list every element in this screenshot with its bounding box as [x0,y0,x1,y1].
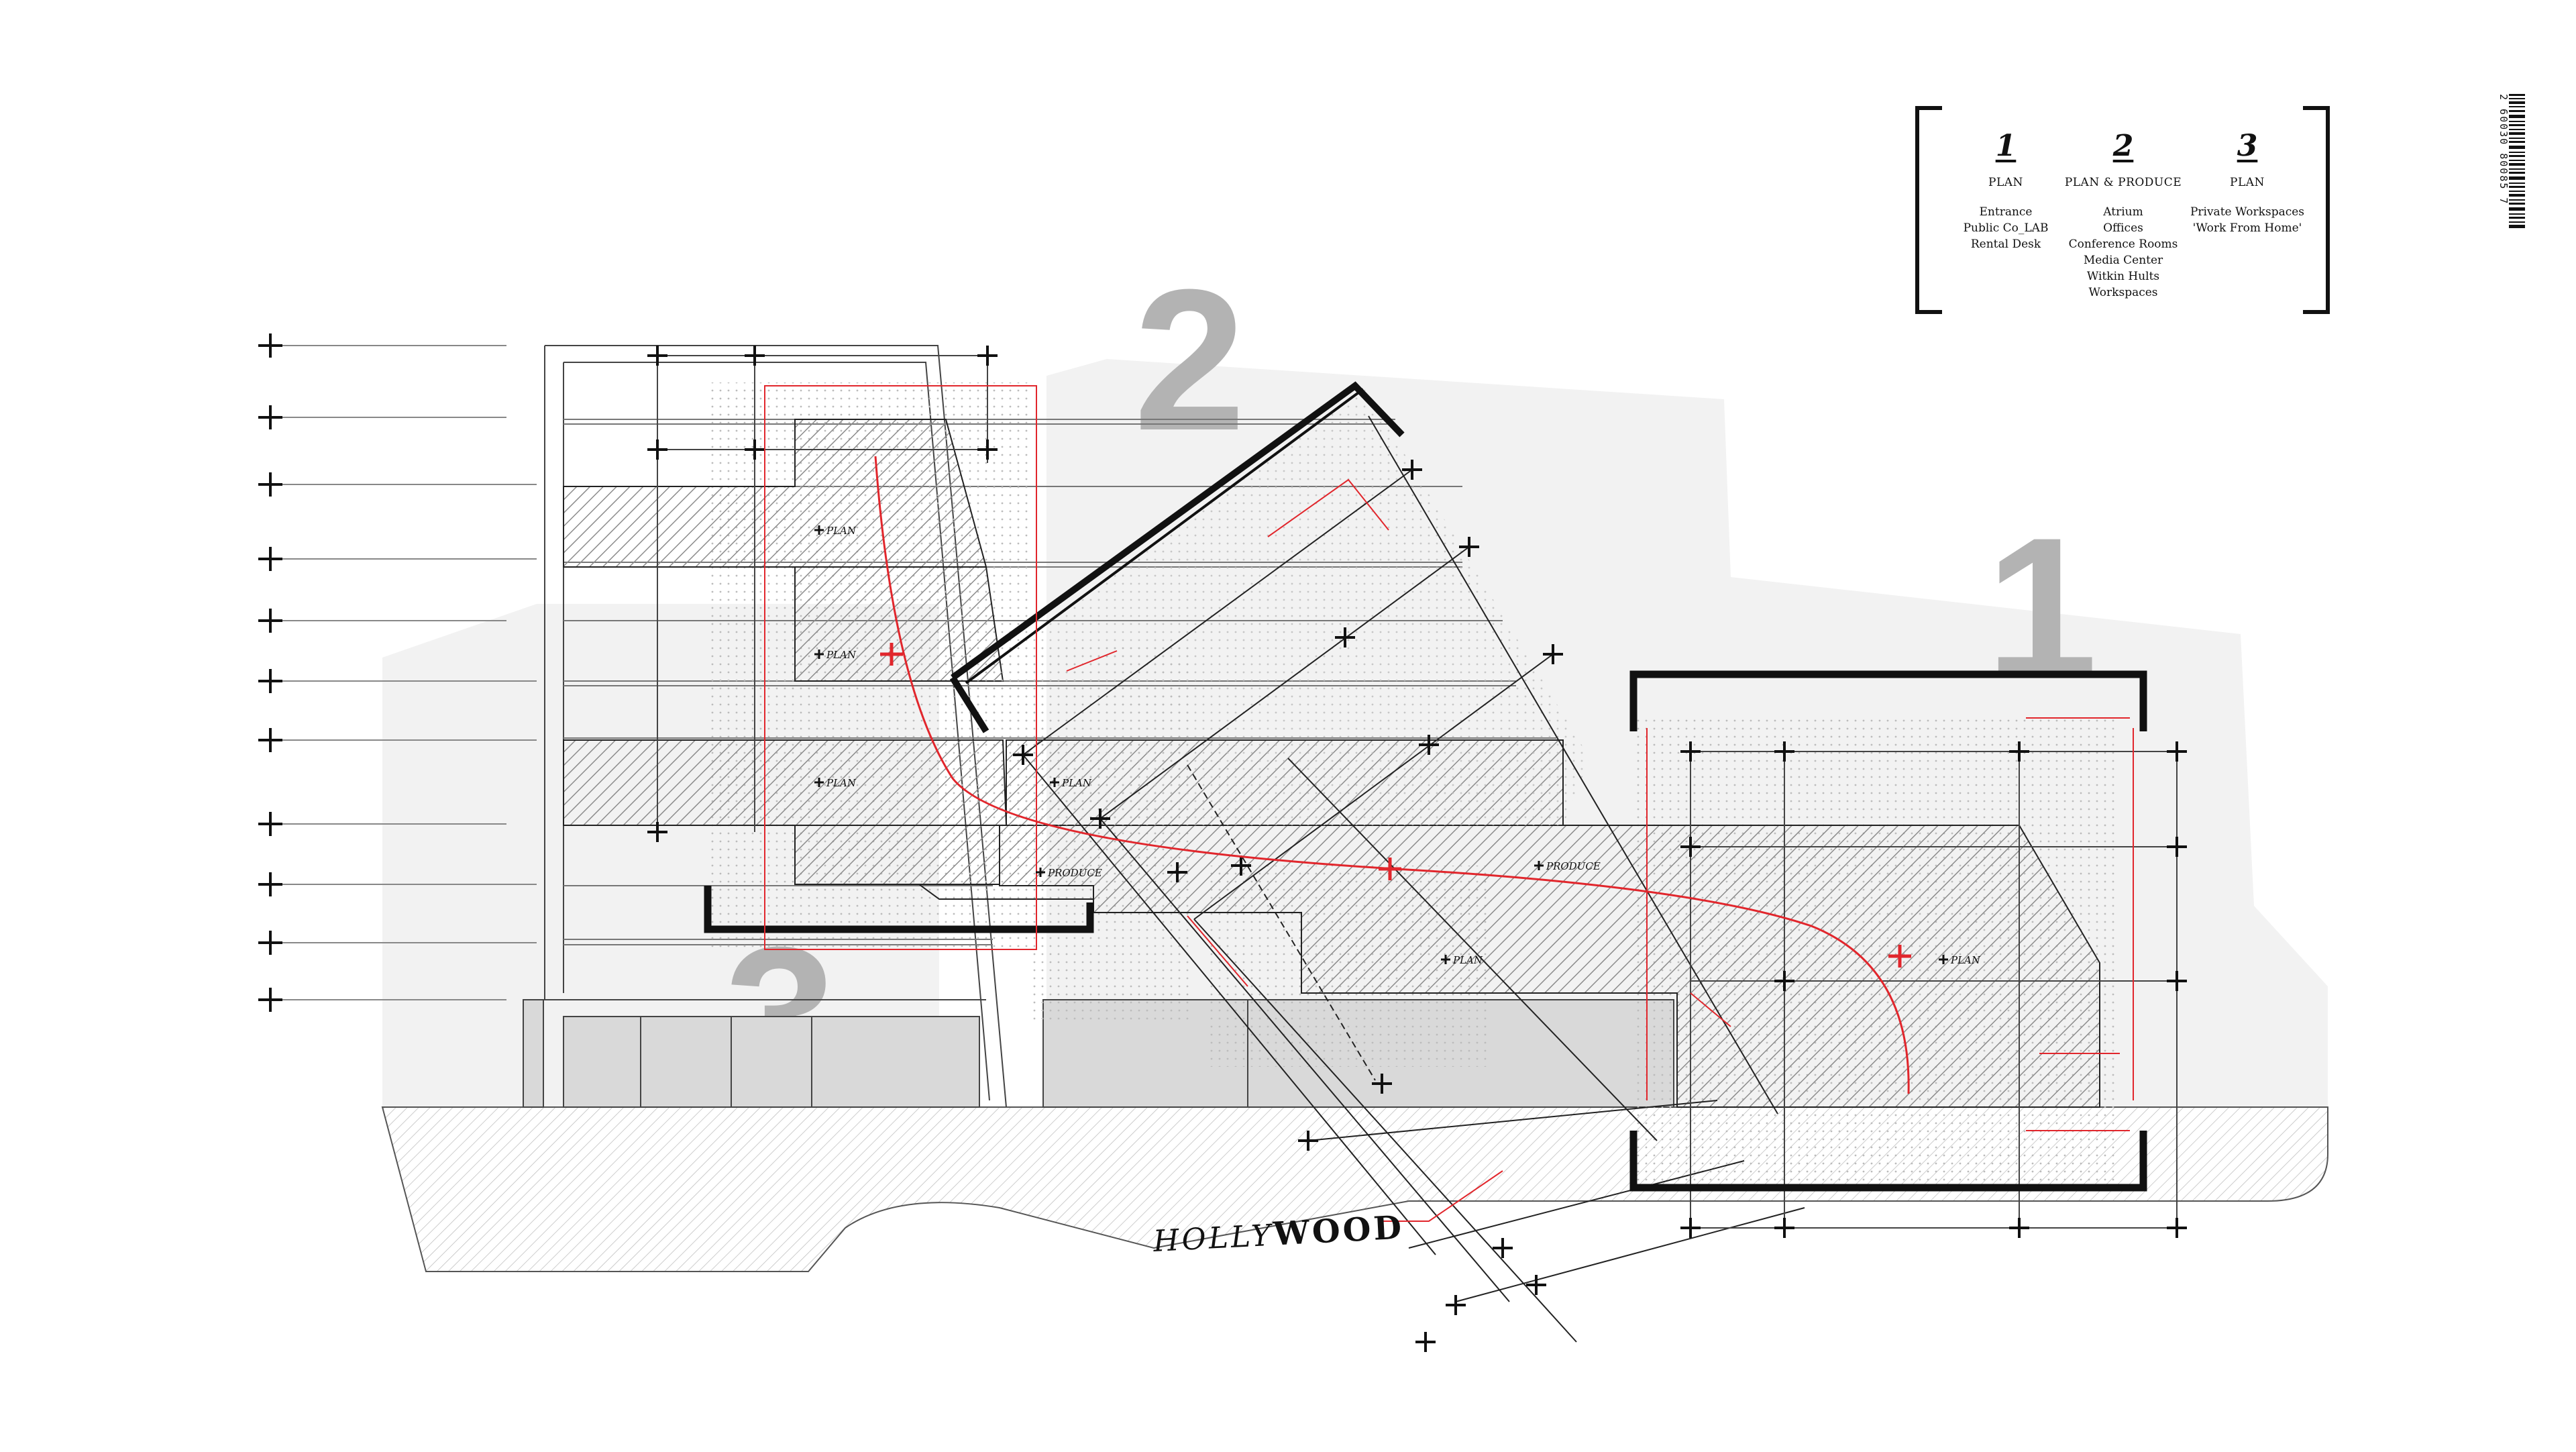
program-legend: 1 PLAN Entrance Public Co_LAB Rental Des… [1915,106,2330,314]
legend-item: Witkin Hults [2086,270,2160,283]
zone-number-1: 1 [1986,495,2098,721]
level-lines [282,345,537,1000]
legend-item: Entrance [1979,205,2033,219]
label-plan-6: PLAN [1939,954,1981,966]
legend-number: 3 [2237,129,2258,163]
legend-item: Private Workspaces [2190,205,2305,219]
label-plan-3: PLAN [814,777,857,789]
circulation-path [874,456,1910,1094]
circulation-markers [880,643,1911,968]
grid-markers [647,346,2187,1352]
svg-text:PLAN: PLAN [1452,954,1483,966]
legend-number: 1 [1995,129,2017,163]
zone-number-2: 2 [1134,247,1246,472]
legend-heading: PLAN & PRODUCE [2064,176,2182,189]
svg-text:PLAN: PLAN [826,777,857,789]
label-plan-2: PLAN [814,649,857,661]
legend-bracket-right [2303,106,2330,314]
legend-heading: PLAN [1988,176,2023,189]
legend-item: Atrium [2103,205,2143,219]
orthogonal-grid [657,355,2180,1229]
legend-heading: PLAN [2230,176,2265,189]
svg-text:PLAN: PLAN [1061,777,1092,789]
label-plan-1: PLAN [814,525,857,537]
hatched-plates [563,419,2100,1108]
level-markers [258,333,282,1012]
legend-column-2: 2 PLAN & PRODUCE Atrium Offices Conferen… [2059,129,2187,301]
street-name: HOLLYWOOD [1152,1208,1405,1259]
svg-text:PLAN: PLAN [826,649,857,661]
svg-text:PLAN: PLAN [826,525,857,537]
zone-labels: PLAN PLAN PLAN PLAN PRODUCE PRODUCE PLAN… [814,525,1981,966]
legend-item: Rental Desk [1970,238,2041,251]
label-produce-2: PRODUCE [1534,860,1601,872]
legend-item: Public Co_LAB [1963,221,2049,235]
legend-bracket-left [1915,106,1942,314]
legend-item: 'Work From Home' [2192,221,2302,235]
legend-column-1: 1 PLAN Entrance Public Co_LAB Rental Des… [1942,129,2070,252]
legend-item: Conference Rooms [2068,238,2178,251]
legend-column-3: 3 PLAN Private Workspaces 'Work From Hom… [2184,129,2311,236]
legend-number: 2 [2112,129,2134,163]
label-plan-4: PLAN [1050,777,1092,789]
label-produce-1: PRODUCE [1036,867,1102,879]
legend-item: Media Center [2083,254,2163,267]
svg-text:PRODUCE: PRODUCE [1546,860,1601,872]
legend-item: Offices [2103,221,2143,235]
svg-text:PRODUCE: PRODUCE [1047,867,1102,879]
svg-text:PLAN: PLAN [1950,954,1981,966]
legend-item: Workspaces [2088,286,2158,299]
label-plan-5: PLAN [1441,954,1483,966]
red-guides [764,385,2134,1222]
heavy-brackets [704,670,2147,1192]
diagonal-grid [1022,415,1805,1343]
atrium-wedge [949,381,1590,825]
barcode-number: 2 60030 80085 7 [2498,94,2510,205]
barcode [2509,94,2525,228]
